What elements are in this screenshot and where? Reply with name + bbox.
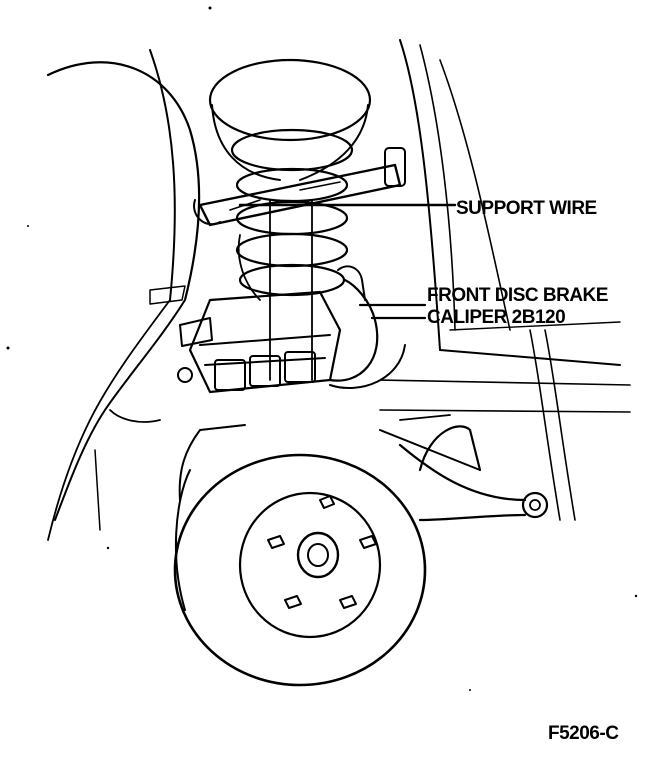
caliper-assembly [177, 234, 342, 394]
brake-hose [328, 265, 406, 390]
lower-control-arm [379, 414, 549, 522]
brake-rotor [173, 424, 427, 687]
upper-control-arm [193, 147, 406, 227]
callout-leaders [238, 203, 457, 320]
inner-fender [379, 39, 631, 521]
support-wire-label: SUPPORT WIRE [456, 198, 597, 219]
wheel-hub [267, 495, 377, 609]
figure-id: F5206-C [548, 723, 619, 744]
caliper-label-line1: FRONT DISC BRAKE [427, 285, 608, 306]
wheel-well [46, 49, 201, 541]
caliper-label-line2: CALIPER 2B120 [427, 307, 566, 328]
scan-speckles [6, 6, 638, 691]
